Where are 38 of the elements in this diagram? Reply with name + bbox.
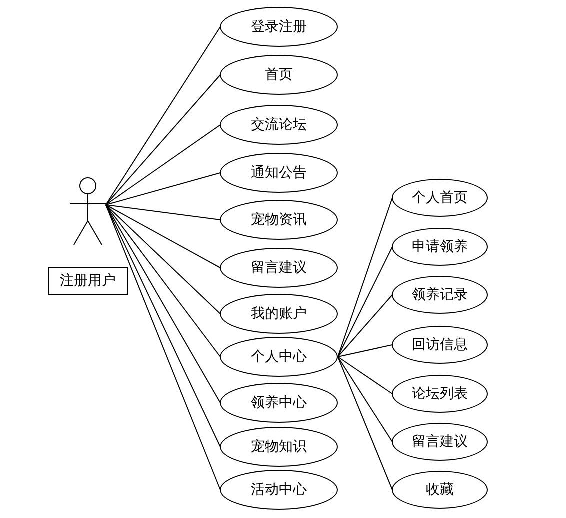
- use-case-ellipse: 留言建议: [220, 248, 338, 288]
- connector-line: [338, 246, 393, 358]
- connector-line: [106, 204, 221, 448]
- use-case-ellipse: 申请领养: [392, 228, 488, 266]
- connector-line: [338, 356, 393, 394]
- connector-line: [106, 204, 221, 268]
- connector-line: [338, 356, 393, 490]
- connector-line: [106, 204, 221, 404]
- use-case-ellipse: 留言建议: [392, 423, 488, 461]
- connector-line: [338, 344, 393, 358]
- connector-line: [106, 204, 221, 220]
- connector-line: [106, 172, 221, 206]
- use-case-ellipse: 回访信息: [392, 326, 488, 364]
- connector-line: [106, 124, 221, 206]
- use-case-ellipse: 论坛列表: [392, 375, 488, 413]
- use-case-ellipse: 登录注册: [220, 7, 338, 47]
- connector-line: [106, 204, 221, 314]
- connector-line: [338, 198, 393, 358]
- use-case-ellipse: 活动中心: [220, 470, 338, 510]
- actor-icon: [70, 177, 106, 245]
- actor-label: 注册用户: [48, 267, 128, 295]
- connector-line: [338, 294, 393, 358]
- use-case-ellipse: 首页: [220, 55, 338, 95]
- connector-line: [338, 356, 393, 442]
- use-case-ellipse: 个人中心: [220, 337, 338, 377]
- connector-line: [106, 74, 221, 206]
- connector-line: [106, 26, 221, 206]
- connector-line: [106, 204, 221, 490]
- use-case-ellipse: 宠物资讯: [220, 200, 338, 240]
- use-case-ellipse: 我的账户: [220, 294, 338, 334]
- use-case-ellipse: 交流论坛: [220, 105, 338, 145]
- connector-line: [106, 204, 221, 358]
- use-case-ellipse: 通知公告: [220, 153, 338, 193]
- use-case-ellipse: 收藏: [392, 471, 488, 509]
- use-case-ellipse: 个人首页: [392, 179, 488, 217]
- use-case-ellipse: 领养记录: [392, 276, 488, 314]
- use-case-ellipse: 领养中心: [220, 383, 338, 423]
- use-case-ellipse: 宠物知识: [220, 427, 338, 467]
